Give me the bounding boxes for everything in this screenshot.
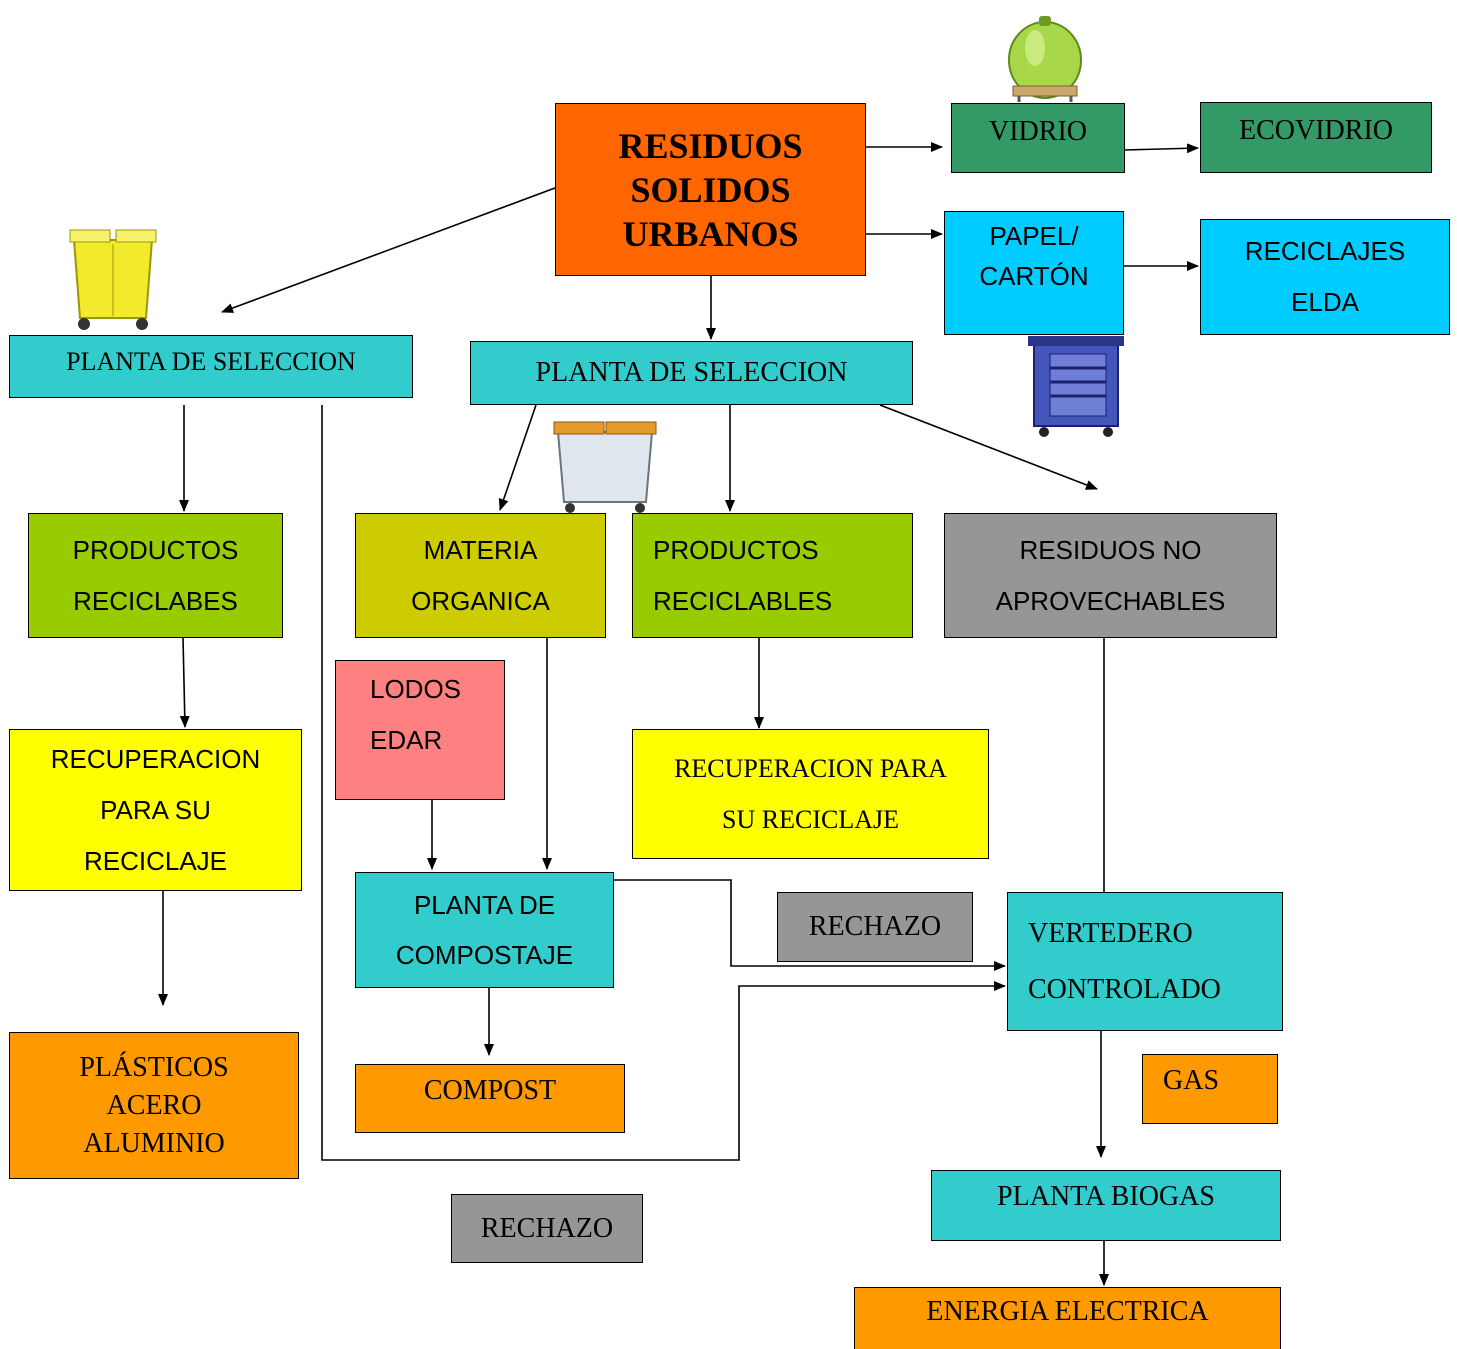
node-label: RECHAZO — [480, 1212, 614, 1244]
node-label: RECICLAJE — [83, 845, 228, 876]
node-label: CARTÓN — [979, 261, 1089, 291]
node-label: EDAR — [370, 725, 443, 755]
node-label: PRODUCTOS — [72, 534, 239, 565]
node-reciclajes-elda: RECICLAJES ELDA — [1200, 219, 1450, 335]
node-label: PLANTA DE SELECCION — [535, 357, 848, 388]
node-label: COMPOSTAJE — [395, 940, 574, 970]
line-compostaje-vertedero — [614, 879, 1006, 971]
node-residuos-solidos-urbanos: RESIDUOS SOLIDOS URBANOS — [555, 103, 866, 276]
node-rechazo-top: RECHAZO — [777, 892, 973, 962]
green-glass-container-icon — [1008, 16, 1082, 102]
node-vertedero-controlado: VERTEDERO CONTROLADO — [1007, 892, 1283, 1031]
node-label: PLANTA DE SELECCION — [66, 347, 356, 376]
node-label: PLÁSTICOS — [79, 1051, 229, 1083]
arrow-planta-center-materia — [498, 404, 537, 511]
gray-organic-container-icon — [553, 421, 657, 513]
node-recuperacion-center: RECUPERACION PARA SU RECICLAJE — [632, 729, 989, 859]
node-label: PLANTA DE — [413, 890, 556, 920]
node-planta-biogas: PLANTA BIOGAS — [931, 1170, 1281, 1241]
node-label: CONTROLADO — [1028, 973, 1221, 1005]
node-label: ORGANICA — [411, 585, 550, 616]
node-label: COMPOST — [423, 1075, 557, 1106]
node-label: ECOVIDRIO — [1239, 115, 1393, 146]
node-label: SOLIDOS — [630, 169, 791, 210]
node-label: VERTEDERO — [1028, 917, 1193, 949]
node-label: RESIDUOS — [618, 125, 803, 166]
node-energia-electrica: ENERGIA ELECTRICA — [854, 1287, 1281, 1349]
line-planta-left-vertedero — [321, 405, 1006, 1161]
arrow-planta-center-noaprov — [879, 404, 1098, 490]
node-label: RECICLABES — [73, 585, 238, 616]
node-ecovidrio: ECOVIDRIO — [1200, 102, 1432, 173]
node-productos-reciclables: PRODUCTOS RECICLABLES — [632, 513, 913, 638]
node-label: RECUPERACION PARA — [674, 754, 947, 783]
node-label: ELDA — [1291, 287, 1359, 317]
node-label: URBANOS — [622, 213, 799, 254]
node-rechazo-bottom: RECHAZO — [451, 1194, 643, 1263]
node-planta-seleccion-center: PLANTA DE SELECCION — [470, 341, 913, 405]
node-planta-compostaje: PLANTA DE COMPOSTAJE — [355, 872, 614, 988]
node-label: MATERIA — [423, 534, 538, 565]
blue-paper-container-icon — [1028, 336, 1124, 437]
node-label: RESIDUOS NO — [1019, 534, 1202, 565]
yellow-container-icon — [69, 229, 157, 330]
arrow-rsu-planta-left — [221, 187, 556, 313]
arrow-vidrio-ecovidrio — [1124, 143, 1199, 154]
node-plasticos-acero-aluminio: PLÁSTICOS ACERO ALUMINIO — [9, 1032, 299, 1179]
node-label: LODOS — [370, 674, 462, 704]
node-label: SU RECICLAJE — [722, 805, 899, 834]
node-label: ALUMINIO — [83, 1127, 225, 1159]
node-label: PRODUCTOS — [653, 534, 819, 565]
node-label: RECHAZO — [808, 911, 942, 942]
node-label: VIDRIO — [989, 116, 1087, 147]
node-label: ENERGIA ELECTRICA — [926, 1296, 1209, 1327]
node-label: ACERO — [106, 1089, 202, 1121]
node-recuperacion-left: RECUPERACION PARA SU RECICLAJE — [9, 729, 302, 891]
arrow-productos-recup-left — [179, 637, 190, 728]
node-residuos-no-aprovechables: RESIDUOS NO APROVECHABLES — [944, 513, 1277, 638]
node-label: APROVECHABLES — [995, 585, 1226, 616]
node-label: RECICLAJES — [1244, 236, 1406, 266]
node-gas: GAS — [1142, 1054, 1278, 1124]
node-label: PAPEL/ — [989, 221, 1079, 251]
node-planta-seleccion-left: PLANTA DE SELECCION — [9, 335, 413, 398]
node-label: PLANTA BIOGAS — [997, 1181, 1215, 1212]
node-materia-organica: MATERIA ORGANICA — [355, 513, 606, 638]
node-vidrio: VIDRIO — [951, 103, 1125, 173]
node-label: RECUPERACION — [50, 743, 261, 774]
node-label: GAS — [1163, 1065, 1220, 1096]
node-label: RECICLABLES — [653, 585, 833, 616]
node-compost: COMPOST — [355, 1064, 625, 1133]
node-productos-reciclabes: PRODUCTOS RECICLABES — [28, 513, 283, 638]
node-lodos-edar: LODOS EDAR — [335, 660, 505, 800]
node-papel-carton: PAPEL/ CARTÓN — [944, 211, 1124, 335]
node-label: PARA SU — [100, 794, 211, 825]
